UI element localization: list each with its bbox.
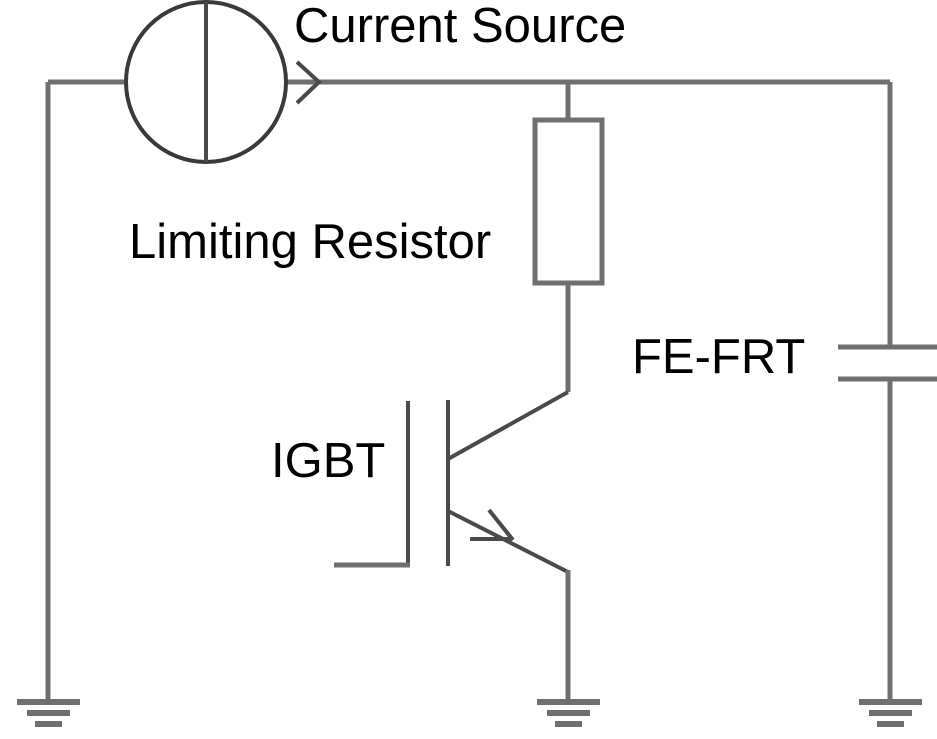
resistor-body-rect [532,117,605,286]
ground-center-symbol [537,699,600,727]
ground-right-symbol [859,699,922,727]
igbt-emitter-arrow-diagonal-icon [487,508,515,542]
igbt-collector-lead [447,390,569,461]
limiting-resistor-symbol [532,82,605,392]
igbt-emitter-lead [447,509,569,574]
current-source-arrow-icon [295,60,322,105]
igbt-symbol [334,390,571,702]
label-igbt: IGBT [271,434,386,488]
label-current-source: Current Source [294,0,627,53]
label-fe-frt: FE-FRT [632,330,806,384]
ground-left-symbol [17,699,80,727]
label-limiting-resistor: Limiting Resistor [129,215,492,269]
fe-frt-capacitor-symbol [838,344,937,382]
current-source-symbol [124,0,322,164]
top-rail-wires [45,79,893,702]
